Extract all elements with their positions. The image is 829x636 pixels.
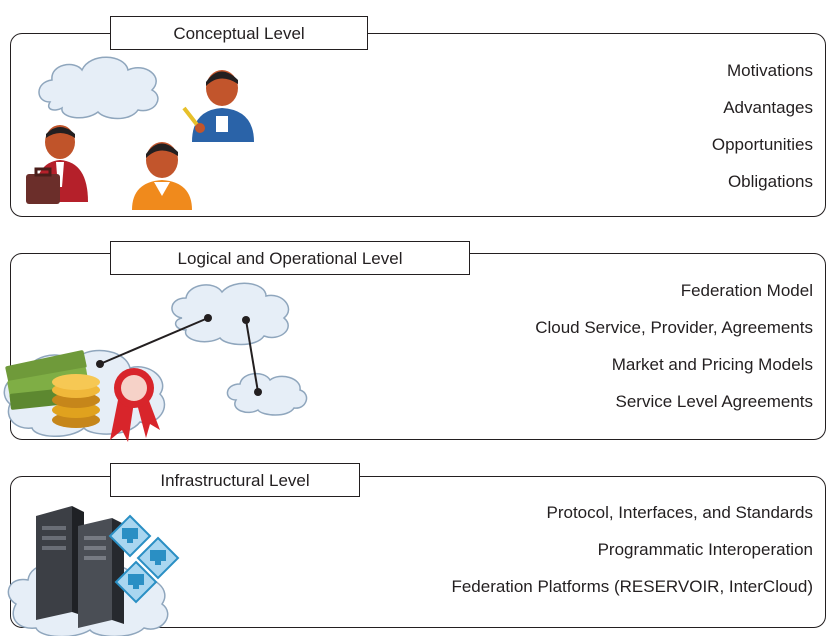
infrastructural-level-list: Protocol, Interfaces, and Standards Prog… bbox=[451, 494, 813, 605]
cloud-icon bbox=[226, 372, 308, 416]
conceptual-level-list: Motivations Advantages Opportunities Obl… bbox=[712, 52, 813, 200]
connected-clouds-money-icon bbox=[3, 282, 308, 442]
list-item: Cloud Service, Provider, Agreements bbox=[535, 318, 813, 337]
conceptual-level-title: Conceptual Level bbox=[110, 16, 368, 50]
list-item: Advantages bbox=[723, 98, 813, 117]
list-item: Obligations bbox=[727, 172, 813, 191]
servers-network-icon bbox=[7, 506, 180, 636]
award-ribbon-icon bbox=[110, 368, 160, 442]
list-item: Protocol, Interfaces, and Standards bbox=[546, 503, 814, 522]
people-and-cloud-icon bbox=[26, 56, 254, 210]
businessman-briefcase-icon bbox=[26, 125, 88, 204]
connector-line bbox=[99, 317, 209, 365]
network-node-icon bbox=[136, 536, 180, 580]
list-item: Service Level Agreements bbox=[615, 392, 814, 411]
infrastructural-level-title: Infrastructural Level bbox=[110, 463, 360, 497]
person-blue-pen-icon bbox=[182, 70, 254, 142]
list-item: Motivations bbox=[727, 61, 813, 80]
list-item: Federation Model bbox=[680, 281, 813, 300]
network-node-icon bbox=[114, 560, 158, 604]
list-item: Federation Platforms (RESERVOIR, InterCl… bbox=[451, 577, 813, 596]
network-node-icon bbox=[108, 514, 152, 558]
cloud-icon bbox=[171, 282, 290, 346]
logical-operational-level-list: Federation Model Cloud Service, Provider… bbox=[535, 272, 813, 420]
list-item: Programmatic Interoperation bbox=[597, 540, 813, 559]
list-item: Market and Pricing Models bbox=[611, 355, 813, 374]
list-item: Opportunities bbox=[711, 135, 813, 154]
server-icon bbox=[36, 506, 84, 620]
logical-operational-level-title: Logical and Operational Level bbox=[110, 241, 470, 275]
person-orange-icon bbox=[132, 142, 192, 210]
cloud-icon bbox=[38, 56, 159, 120]
coins-icon bbox=[52, 374, 100, 428]
connector-line bbox=[245, 319, 259, 393]
